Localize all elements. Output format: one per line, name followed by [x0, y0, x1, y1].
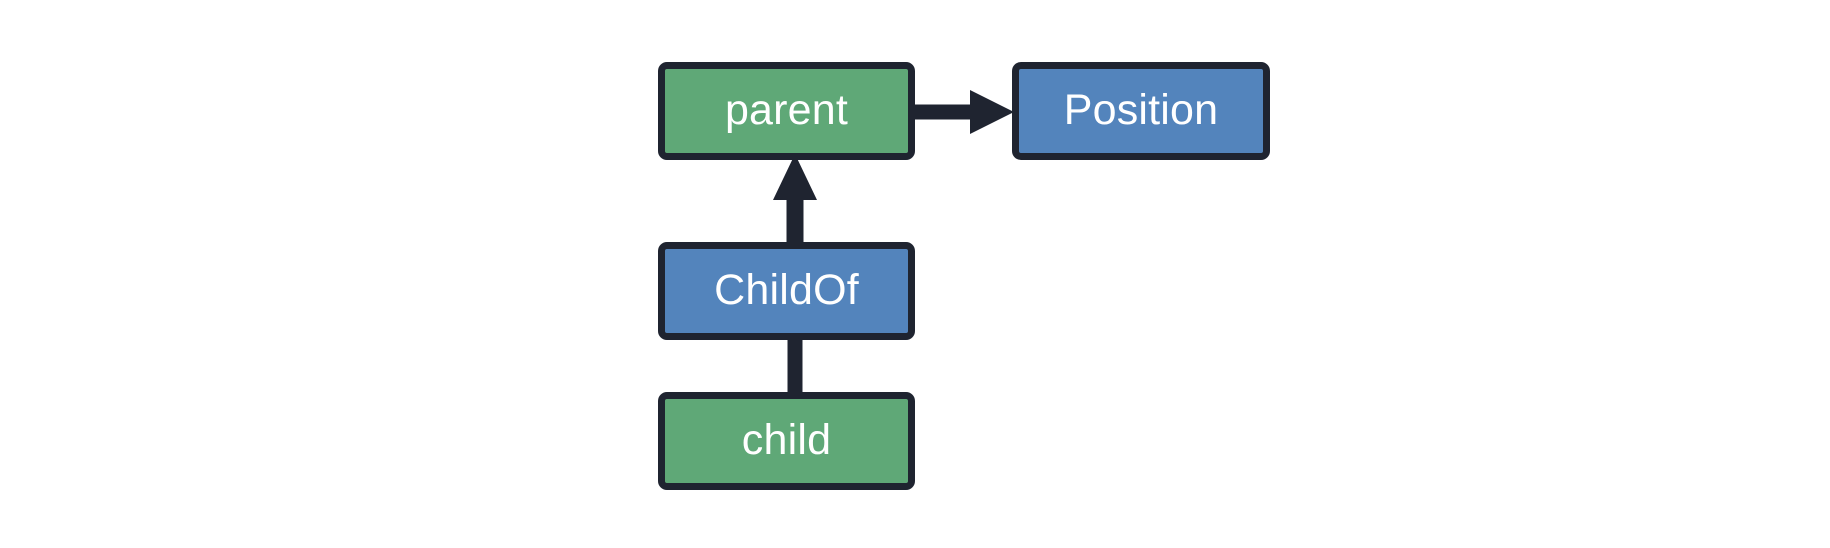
node-position-label: Position: [1063, 85, 1219, 134]
node-parent-label: parent: [724, 85, 849, 134]
node-parent[interactable]: parent: [658, 62, 915, 160]
edge-parent-to-position: [908, 72, 1028, 152]
node-position[interactable]: Position: [1012, 62, 1270, 160]
node-childof-label: ChildOf: [714, 265, 859, 314]
edge-childof-to-parent: [740, 148, 850, 254]
node-child-label: child: [741, 415, 832, 464]
node-childof[interactable]: ChildOf: [658, 242, 915, 340]
node-child[interactable]: child: [658, 392, 915, 490]
